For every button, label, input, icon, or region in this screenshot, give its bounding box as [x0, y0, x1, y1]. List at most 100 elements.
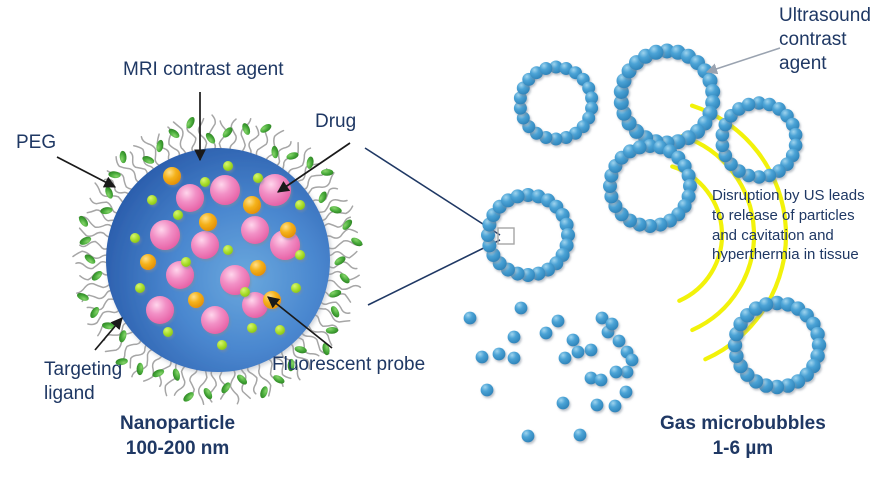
zoom-highlight-box	[497, 227, 515, 245]
targeting-ligand	[77, 292, 89, 301]
mri-contrast-particle	[135, 283, 145, 293]
fluorescent-probe-particle	[140, 254, 156, 270]
released-particle	[539, 326, 553, 340]
label-peg: PEG	[16, 132, 57, 153]
targeting-ligand	[115, 358, 128, 366]
arrow-targeting-ligand	[94, 317, 123, 351]
released-particle	[480, 383, 494, 397]
drug-particle	[191, 231, 219, 259]
mri-contrast-particle	[200, 177, 210, 187]
targeting-ligand	[260, 124, 272, 133]
mri-contrast-particle	[295, 250, 305, 260]
arrow-peg	[56, 156, 117, 188]
mri-contrast-particle	[147, 195, 157, 205]
targeting-ligand	[205, 132, 216, 144]
released-particle	[475, 350, 489, 364]
released-particle	[573, 428, 587, 442]
drug-particle	[176, 184, 204, 212]
targeting-ligand	[186, 116, 195, 129]
released-particle	[507, 330, 521, 344]
targeting-ligand	[339, 273, 350, 284]
targeting-ligand	[100, 207, 113, 215]
fluorescent-probe-particle	[243, 196, 261, 214]
targeting-ligand	[119, 150, 127, 164]
targeting-ligand	[294, 346, 307, 354]
targeting-ligand	[105, 186, 113, 199]
mri-contrast-particle	[217, 340, 227, 350]
label-disruption-note: Disruption by US leads to release of par…	[712, 187, 865, 264]
targeting-ligand	[136, 362, 144, 376]
released-particle	[492, 347, 506, 361]
released-particle	[463, 311, 477, 325]
released-particle	[521, 429, 535, 443]
drug-particle	[242, 292, 268, 318]
mri-contrast-particle	[295, 200, 305, 210]
released-particle	[609, 365, 623, 379]
gas-microbubble	[613, 43, 721, 151]
drug-particle	[150, 220, 180, 250]
drug-particle	[210, 175, 240, 205]
targeting-ligand	[90, 306, 100, 319]
mri-contrast-particle	[253, 173, 263, 183]
mri-contrast-particle	[247, 323, 257, 333]
targeting-ligand	[325, 326, 339, 334]
targeting-ligand	[222, 127, 233, 138]
released-particle	[584, 343, 598, 357]
targeting-ligand	[321, 168, 334, 176]
label-mri-contrast-agent: MRI contrast agent	[123, 59, 284, 80]
targeting-ligand	[322, 343, 330, 356]
peg-corona	[72, 114, 363, 406]
targeting-ligand	[287, 358, 295, 372]
mri-contrast-particle	[291, 283, 301, 293]
mri-contrast-particle	[181, 257, 191, 267]
drug-particle	[220, 265, 250, 295]
targeting-ligand	[78, 215, 89, 227]
gas-microbubble	[727, 295, 827, 395]
released-particle	[595, 311, 609, 325]
targeting-ligand	[329, 206, 342, 214]
targeting-ligand	[108, 171, 121, 179]
fluorescent-probe-particle	[163, 167, 181, 185]
label-ultrasound-contrast-agent: Ultrasound contrast agent	[779, 5, 871, 74]
targeting-ligands	[77, 116, 363, 402]
targeting-ligand	[152, 369, 165, 378]
targeting-ligand	[330, 306, 340, 318]
released-particle	[625, 353, 639, 367]
released-particles	[463, 301, 639, 443]
targeting-ligand	[84, 254, 96, 264]
annotation-arrows	[56, 47, 781, 351]
released-particle	[594, 373, 608, 387]
gas-microbubble	[603, 139, 697, 233]
fluorescent-probe-particle	[250, 260, 266, 276]
mri-contrast-particle	[223, 245, 233, 255]
mri-contrast-particle	[223, 161, 233, 171]
targeting-ligand	[351, 237, 363, 247]
label-fluorescent-probe: Fluorescent probe	[272, 354, 426, 375]
drug-particle	[259, 174, 291, 206]
mri-contrast-particle	[163, 327, 173, 337]
drug-particle	[146, 296, 174, 324]
gas-microbubble	[481, 188, 575, 282]
released-particle	[620, 365, 634, 379]
released-particle	[514, 301, 528, 315]
released-particle	[619, 385, 633, 399]
drug-particle	[201, 306, 229, 334]
targeting-ligand	[306, 156, 314, 169]
targeting-ligand	[271, 145, 279, 159]
targeting-ligand	[342, 219, 353, 230]
released-particle	[590, 398, 604, 412]
targeting-ligand	[221, 382, 231, 394]
targeting-ligand	[273, 375, 285, 384]
released-particle	[612, 334, 626, 348]
caption-nanoparticle: Nanoparticle 100-200 nm	[120, 413, 236, 459]
targeting-ligand	[91, 270, 103, 281]
targeting-ligand	[286, 152, 299, 160]
drug-particle	[166, 261, 194, 289]
released-particle	[571, 345, 585, 359]
targeting-ligand	[119, 330, 127, 343]
arrow-fluorescent-probe	[267, 296, 333, 349]
label-drug: Drug	[315, 111, 357, 132]
fluorescent-probe-particle	[199, 213, 217, 231]
